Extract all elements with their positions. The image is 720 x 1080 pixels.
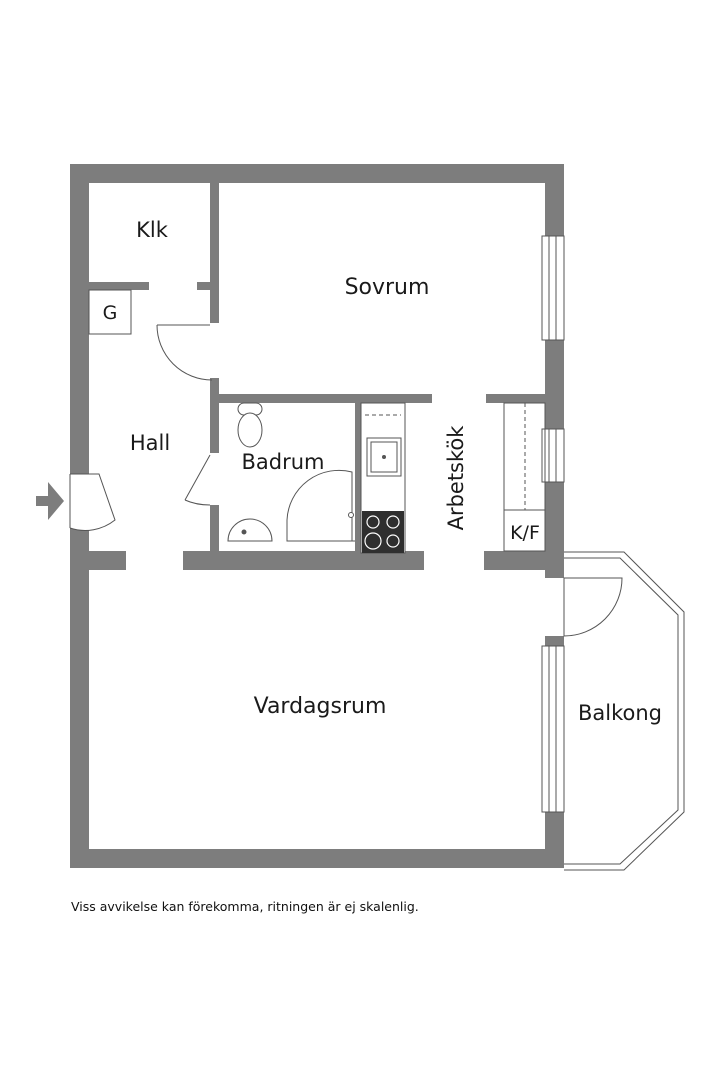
room-label-arbetskok: Arbetskök	[444, 425, 468, 531]
g-closet	[88, 289, 132, 335]
walls	[70, 164, 564, 868]
sovrum-wall-bottom-right	[486, 394, 545, 403]
balkong-outline-inner	[564, 557, 679, 865]
shower-drain	[348, 512, 354, 518]
vardagsrum-wall-top-right	[484, 551, 564, 570]
outer-wall-left-upper	[70, 164, 89, 474]
room-label-badrum: Badrum	[241, 450, 324, 474]
shower-icon	[286, 469, 353, 542]
balcony	[564, 551, 685, 871]
klk-wall-bottom-right	[197, 282, 210, 290]
toilet-bowl-icon	[237, 412, 263, 448]
room-label-balkong: Balkong	[578, 701, 662, 725]
kitchen-sink-drain	[382, 455, 386, 459]
bath-wall-left-upper	[210, 378, 219, 453]
outer-wall-top	[70, 164, 564, 183]
door-badrum-leaf	[184, 454, 211, 501]
room-label-klk: Klk	[136, 218, 169, 242]
outer-wall-right-5	[545, 812, 564, 868]
doors	[69, 324, 623, 637]
disclaimer-text: Viss avvikelse kan förekomma, ritningen …	[71, 899, 419, 914]
bath-wall-left-lower	[210, 505, 219, 555]
room-label-sovrum: Sovrum	[345, 275, 430, 300]
balkong-outline-outer	[564, 551, 685, 871]
washbasin-tap	[241, 529, 247, 535]
outer-wall-right-2	[545, 340, 564, 429]
stove-burner-3	[364, 532, 382, 550]
kf-cabinet	[503, 402, 546, 552]
bathroom-fixtures	[227, 402, 355, 542]
door-balkong	[563, 577, 623, 637]
outer-wall-right-1	[545, 164, 564, 236]
room-label-g: G	[103, 302, 118, 324]
outer-wall-bottom	[70, 849, 564, 868]
washbasin-icon	[227, 518, 273, 542]
kitchen-fixtures	[360, 402, 406, 554]
vardagsrum-wall-top-mid	[183, 551, 424, 570]
sovrum-wall-bottom-left	[210, 394, 432, 403]
room-label-hall: Hall	[130, 431, 170, 455]
outer-wall-left-lower	[70, 528, 89, 868]
bath-kitchen-partition	[355, 403, 361, 553]
room-label-kf: K/F	[510, 522, 540, 544]
room-label-vardagsrum: Vardagsrum	[254, 694, 387, 719]
stove-burner-1	[366, 515, 380, 529]
stove-burner-4	[386, 534, 400, 548]
windows	[541, 235, 565, 813]
entrance-arrow-icon	[36, 482, 64, 520]
sovrum-wall-left	[210, 183, 219, 323]
window-sovrum-outer	[541, 235, 550, 341]
klk-wall-bottom-left	[89, 282, 149, 290]
outer-wall-right-4	[545, 636, 564, 646]
vardagsrum-wall-top-left	[89, 551, 126, 570]
stove-burner-2	[386, 515, 400, 529]
window-vardagsrum-outer	[541, 645, 550, 813]
door-badrum-swing	[184, 499, 211, 506]
door-sovrum-swing	[156, 324, 213, 381]
door-entrance	[69, 473, 116, 531]
